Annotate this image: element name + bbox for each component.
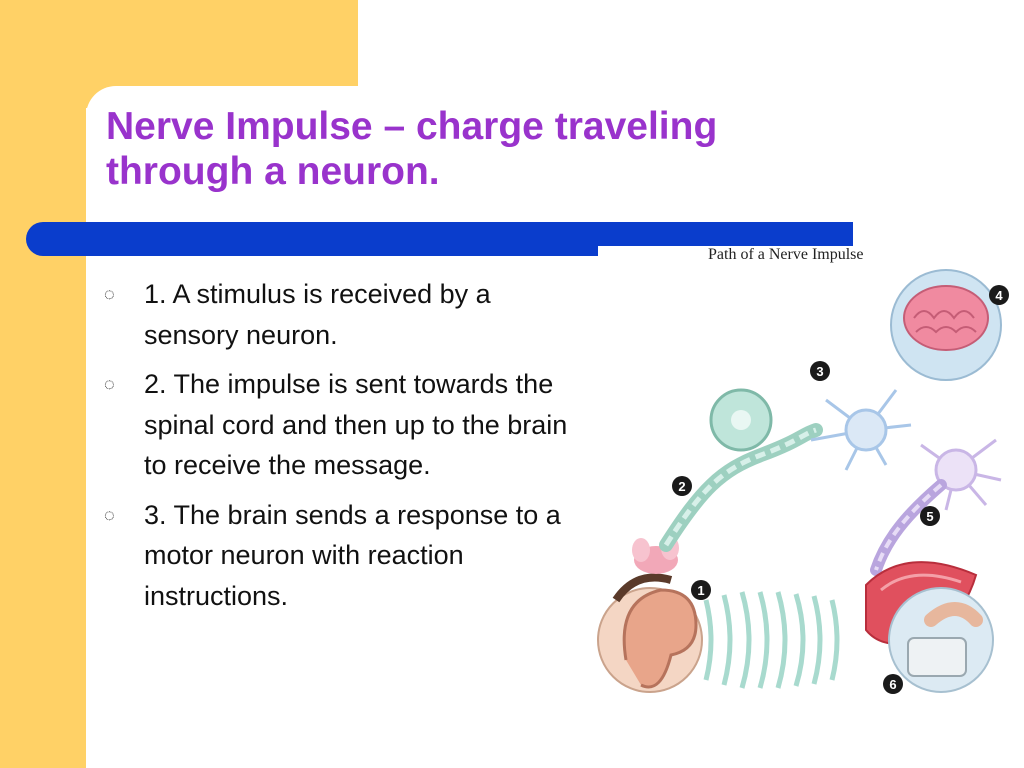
brain-illustration [890, 269, 1002, 381]
step-marker-label: 2 [678, 479, 685, 494]
bullet-item: ◌ 3. The brain sends a response to a mot… [104, 495, 574, 617]
bullet-text: 2. The impulse is sent towards the spina… [144, 369, 568, 480]
circle-bullet-icon: ◌ [104, 504, 115, 525]
circle-bullet-icon: ◌ [104, 284, 115, 304]
sound-waves [703, 591, 840, 689]
step-markers: 1 2 3 4 5 6 [672, 285, 1009, 694]
step-marker-label: 6 [889, 677, 896, 692]
bullet-list: ◌ 1. A stimulus is received by a sensory… [104, 274, 574, 625]
interneuron [810, 389, 912, 471]
divider-notch [598, 246, 853, 256]
bullet-text: 1. A stimulus is received by a sensory n… [144, 279, 491, 350]
diagram-title: Path of a Nerve Impulse [708, 246, 864, 263]
accent-strip-left [0, 0, 86, 768]
step-marker-label: 5 [926, 509, 933, 524]
step-marker-label: 3 [816, 364, 823, 379]
circle-bullet-icon: ◌ [104, 374, 115, 394]
bullet-item: ◌ 1. A stimulus is received by a sensory… [104, 274, 574, 355]
motor-axon [870, 479, 947, 576]
bullet-text: 3. The brain sends a response to a motor… [144, 499, 561, 611]
slide-title: Nerve Impulse – charge traveling through… [106, 105, 718, 193]
step-marker-label: 1 [697, 583, 704, 598]
ear-illustration [597, 573, 703, 693]
bullet-item: ◌ 2. The impulse is sent towards the spi… [104, 364, 574, 486]
nerve-impulse-diagram: 1 2 3 4 5 6 [597, 269, 1009, 694]
motor-neuron [920, 438, 1002, 511]
telephone-illustration [888, 587, 994, 693]
step-marker-label: 4 [995, 288, 1003, 303]
